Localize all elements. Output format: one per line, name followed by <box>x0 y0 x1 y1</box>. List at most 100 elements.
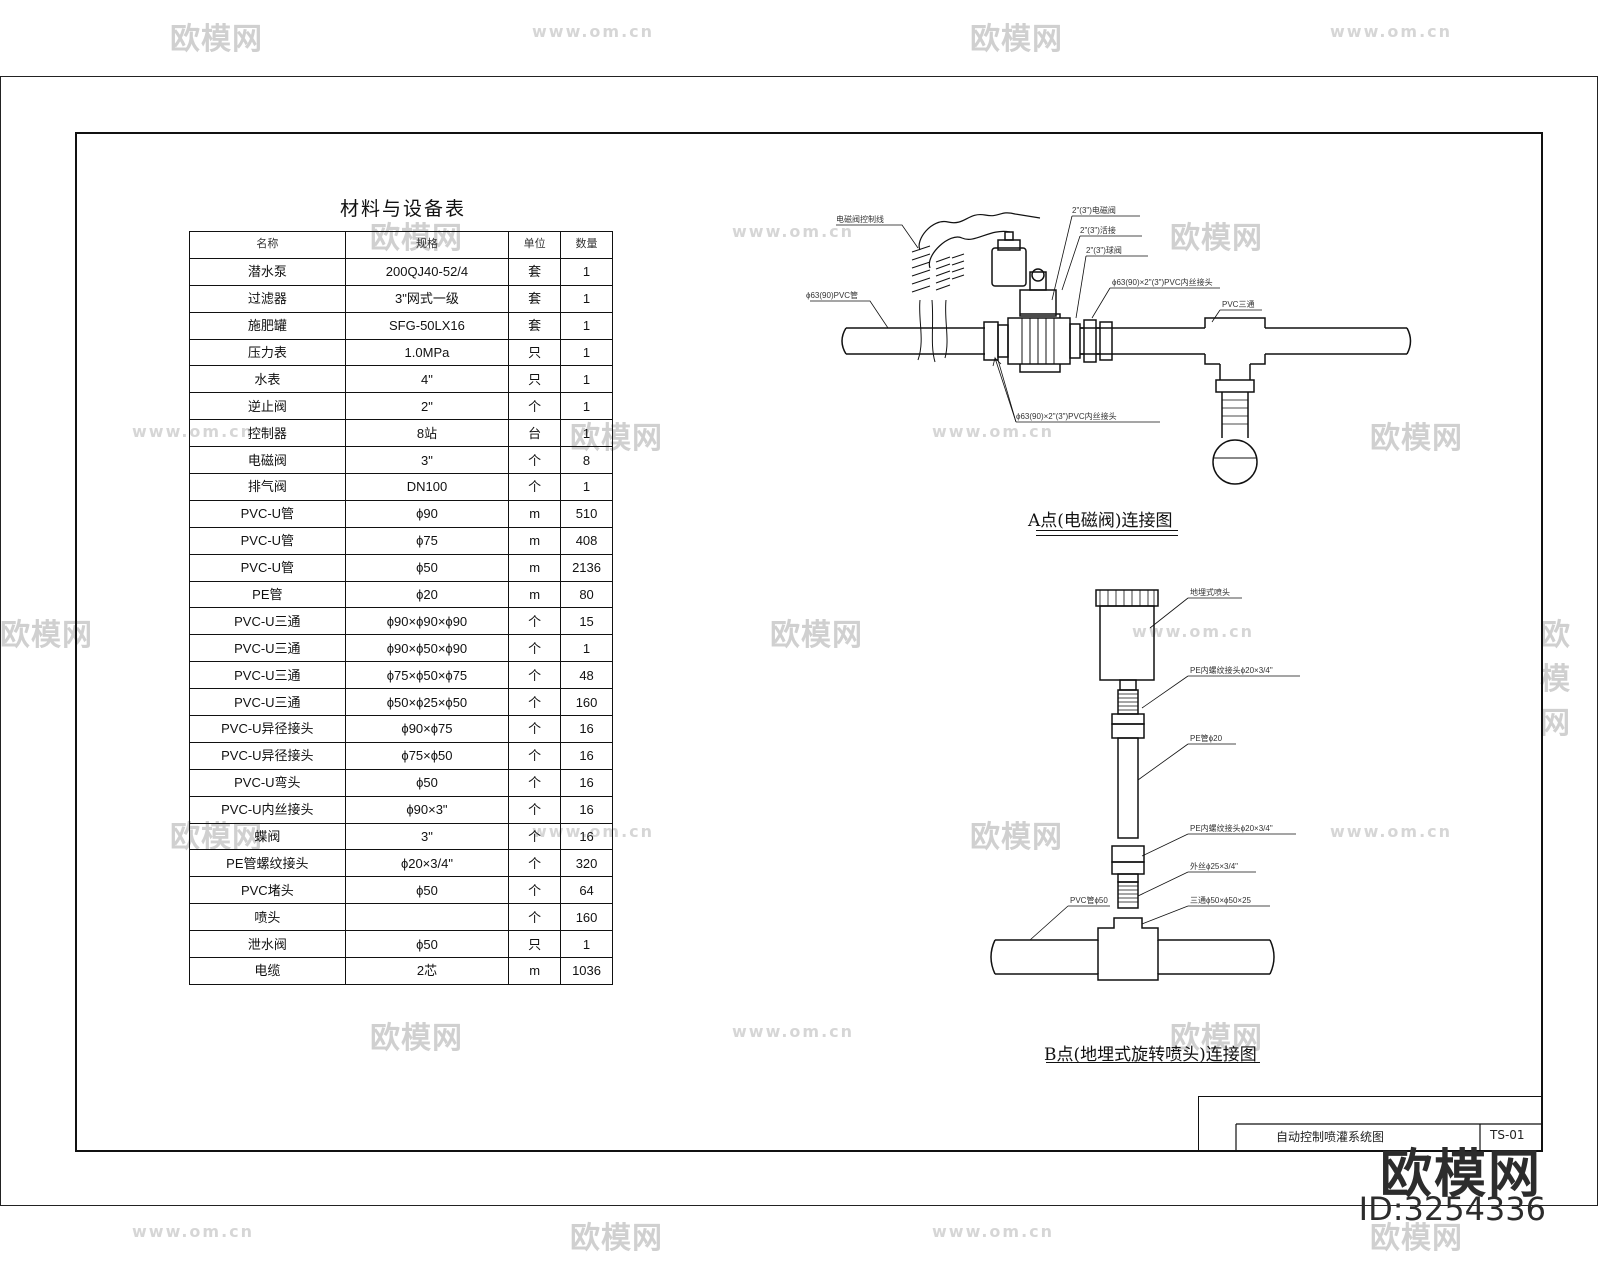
adapter-left <box>983 321 999 361</box>
watermark-logo: 欧模网 <box>1370 421 1463 456</box>
diagram-b <box>990 589 1543 1152</box>
union-right <box>1083 319 1097 363</box>
table-cell: 控制器 <box>189 419 346 448</box>
drawing-name: 自动控制喷灌系统图 <box>1276 1130 1385 1144</box>
table-cell: 1 <box>560 365 613 394</box>
table-cell <box>344 903 510 932</box>
outer-border <box>0 76 1598 1206</box>
watermark-url: www.om.cn <box>532 22 655 41</box>
title-block <box>1198 1096 1543 1152</box>
watermark-logo: 欧模网 <box>170 22 263 57</box>
table-cell: 压力表 <box>189 338 346 367</box>
pvc-pipe-top <box>995 917 1270 941</box>
label-tee-b: 三通ϕ50×ϕ50×25 <box>1190 896 1251 905</box>
watermark-url: www.om.cn <box>732 222 855 241</box>
table-cell: 电磁阀 <box>189 446 346 475</box>
pe-adapter-top <box>1111 723 1145 739</box>
table-cell: 排气阀 <box>189 473 346 501</box>
table-cell: 台 <box>508 419 562 448</box>
watermark-url: www.om.cn <box>132 1222 255 1241</box>
label-pe-adapter-top: PE内螺纹接头ϕ20×3/4" <box>1190 666 1273 675</box>
pipe-end-left <box>841 327 847 355</box>
watermark-logo: 欧模网 <box>1170 1021 1263 1056</box>
table-cell: 潜水泵 <box>189 257 346 286</box>
table-cell: 1036 <box>560 957 613 985</box>
label-tee: PVC三通 <box>1222 300 1255 309</box>
table-cell: 64 <box>560 876 613 905</box>
adapter-left-ring <box>997 324 1009 358</box>
table-cell: 320 <box>560 849 613 878</box>
pipe-end-right <box>1406 327 1412 355</box>
table-header-cell: 名称 <box>189 231 346 259</box>
nipple <box>1117 881 1139 909</box>
table-cell: 408 <box>560 526 613 555</box>
caption-a-underline <box>1036 530 1178 531</box>
table-cell: PVC-U异径接头 <box>189 715 346 743</box>
table-cell: 4" <box>344 365 510 394</box>
table-cell: PVC-U内丝接头 <box>189 795 346 824</box>
table-cell: 施肥罐 <box>189 311 346 340</box>
label-adapter-left: ϕ63(90)×2"(3")PVC内丝接头 <box>1016 412 1117 421</box>
table-header-row: 名称规格单位数量 <box>189 231 613 259</box>
table-cell: 16 <box>560 715 613 743</box>
pipe-right <box>1265 327 1407 355</box>
label-pipe: ϕ63(90)PVC管 <box>806 291 859 300</box>
table-cell: 2芯 <box>344 957 510 985</box>
titleblock-lines <box>1235 1123 1543 1152</box>
control-wire <box>918 212 1041 251</box>
table-cell: 1 <box>560 419 613 448</box>
table-cell: 160 <box>560 903 613 932</box>
table-cell: ϕ75×ϕ50×ϕ75 <box>344 661 510 690</box>
table-cell: 水表 <box>189 365 346 394</box>
watermark-url: www.om.cn <box>932 422 1055 441</box>
table-cell: 2" <box>344 392 510 421</box>
caption-a: A点(电磁阀)连接图 <box>1028 511 1173 531</box>
table-cell: 8 <box>560 446 613 475</box>
table-cell: 只 <box>508 338 562 367</box>
watermark-logo: 欧模网 <box>1540 618 1571 741</box>
solenoid-actuator <box>991 247 1027 287</box>
pipe-left <box>846 327 985 355</box>
table-cell: 个 <box>508 392 562 421</box>
table-cell: 3"网式一级 <box>344 284 510 313</box>
diagram-a <box>810 212 1412 485</box>
table-title: 材料与设备表 <box>339 198 466 220</box>
sprinkler-body <box>1099 605 1155 681</box>
table-cell: 510 <box>560 499 613 528</box>
table-cell: PVC-U三通 <box>189 634 346 663</box>
table-cell: SFG-50LX16 <box>344 311 510 340</box>
adapter-right <box>1099 321 1113 361</box>
riser-a <box>1221 392 1249 438</box>
table-cell: 1 <box>560 634 613 663</box>
table-cell: 蝶阀 <box>189 822 346 851</box>
brand-logo-text: 欧模网 <box>1379 1145 1542 1205</box>
table-cell: 3" <box>344 446 510 475</box>
caption-a-underline2 <box>1036 535 1178 536</box>
table-cell: ϕ90×3" <box>344 795 510 824</box>
label-union: 2"(3")活接 <box>1080 226 1116 235</box>
label-adapter-right: ϕ63(90)×2"(3")PVC内丝接头 <box>1112 278 1213 287</box>
table-cell: 1 <box>560 284 613 313</box>
label-pe-adapter-bottom: PE内螺纹接头ϕ20×3/4" <box>1190 824 1273 833</box>
label-control-wire: 电磁阀控制线 <box>836 215 884 224</box>
caption-b: B点(地埋式旋转喷头)连接图 <box>1044 1045 1257 1065</box>
pvc-pipe-bottom <box>995 973 1270 981</box>
watermark-logo: 欧模网 <box>1370 1221 1463 1256</box>
table-cell: 1 <box>560 930 613 959</box>
watermark-logo: 欧模网 <box>570 1221 663 1256</box>
